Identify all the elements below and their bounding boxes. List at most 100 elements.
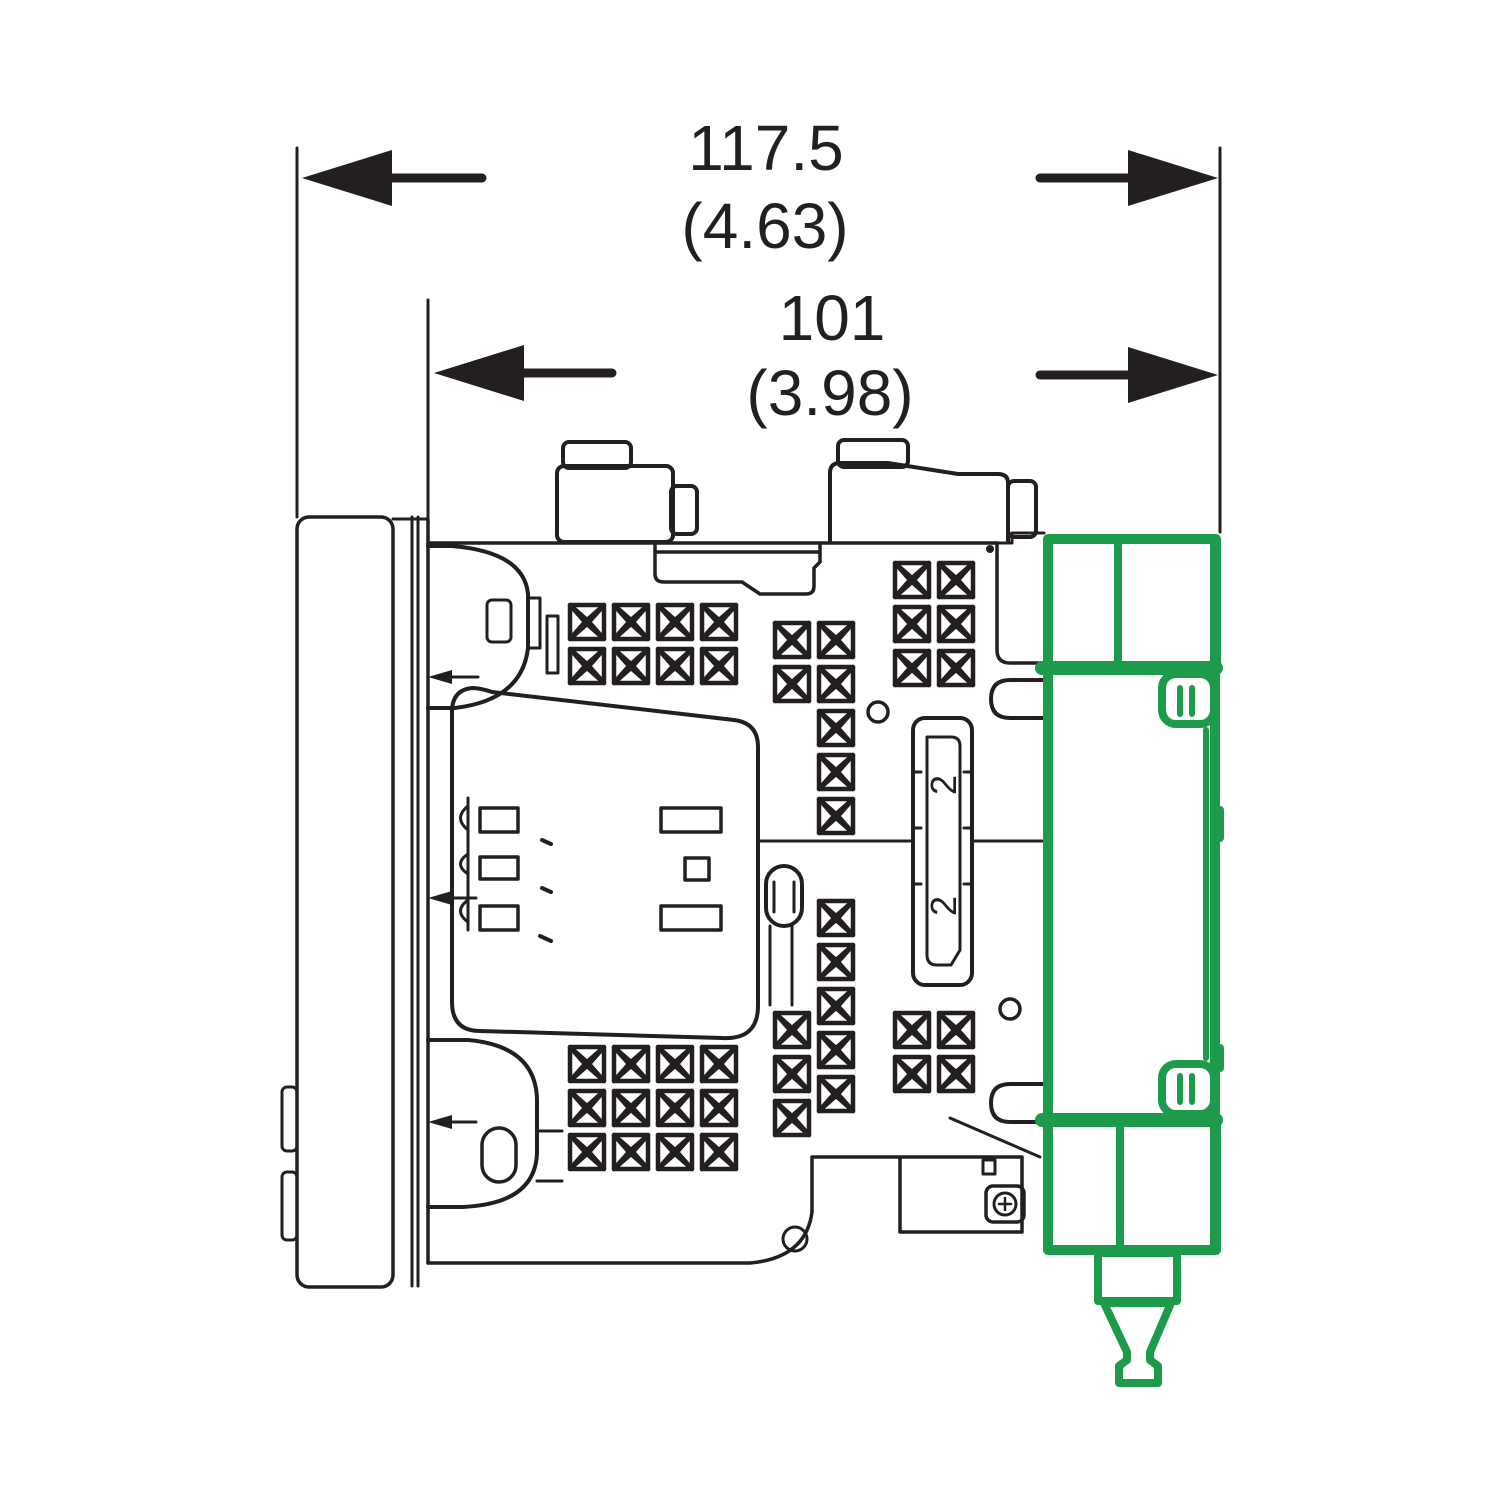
vent-cell	[570, 649, 604, 683]
housing-outline	[426, 531, 1048, 1265]
bottom-connector-key	[981, 1158, 997, 1176]
top-connector-right	[828, 438, 1038, 544]
vent-cell	[658, 1135, 692, 1169]
vent-cell	[939, 1013, 973, 1047]
dimension-in-overall: (4.63)	[681, 190, 848, 262]
vent-cell	[819, 1033, 853, 1067]
rail-hook-lower	[989, 1082, 1048, 1124]
vent-cell	[939, 1057, 973, 1091]
clip-tab	[526, 596, 542, 650]
vent-cell	[819, 711, 853, 745]
keyed-slot-outline	[911, 716, 974, 987]
clip-hole	[485, 598, 513, 644]
vent-cell	[702, 1135, 736, 1169]
pin-dot	[986, 545, 994, 553]
vent-cell	[658, 1091, 692, 1125]
housing-right-edge	[995, 541, 1044, 665]
step-slot-outline	[653, 543, 822, 596]
channel-rails	[768, 924, 794, 1007]
vent-cell	[570, 605, 604, 639]
vent-cell	[775, 623, 809, 657]
keyed-slot-ticks	[911, 770, 974, 886]
terminal-opening	[683, 856, 711, 882]
vent-cell	[895, 651, 929, 685]
dimension-in-behind-panel: (3.98)	[746, 357, 913, 429]
side-rib	[545, 614, 560, 675]
vent-cell	[658, 1047, 692, 1081]
vent-cell	[775, 667, 809, 701]
terminal-cover	[450, 686, 760, 1041]
front-bezel	[280, 515, 430, 1289]
annotation-text: 117.5 (4.63) 101 (3.98) 2 2	[681, 112, 964, 916]
vent-cell	[895, 1013, 929, 1047]
terminal-opening	[478, 855, 520, 881]
boss-circle	[781, 1225, 809, 1253]
mounting-clip-top	[426, 544, 542, 710]
slot-marking-lower: 2	[923, 896, 964, 916]
vent-cell	[819, 1077, 853, 1111]
vent-cell	[702, 649, 736, 683]
terminal-opening	[659, 904, 723, 932]
top-connector-left	[555, 440, 699, 544]
guide-channel	[764, 864, 804, 1007]
connector-tab	[836, 438, 910, 469]
connector-latch	[1006, 479, 1038, 539]
keyed-slot	[911, 716, 974, 987]
terminal-cover-outline	[450, 686, 760, 1041]
vent-cell	[819, 623, 853, 657]
bottom-connector	[898, 1155, 1026, 1234]
vent-cell	[702, 605, 736, 639]
housing-bottom-edge	[426, 1155, 902, 1265]
pointer-tick	[428, 670, 452, 684]
channel-oval-walls	[772, 880, 796, 914]
arrowhead-right-icon	[1128, 150, 1218, 206]
vent-cell	[775, 1013, 809, 1047]
vent-cell	[614, 1135, 648, 1169]
arrowhead-left-icon	[302, 150, 392, 206]
vent-cell	[658, 649, 692, 683]
pointer-tick-tails	[450, 675, 480, 1124]
terminal-opening	[659, 806, 723, 834]
index-dashes	[538, 838, 553, 943]
vent-cell	[819, 945, 853, 979]
arrowhead-left-icon	[434, 345, 524, 401]
vent-cell	[570, 1135, 604, 1169]
device-linework	[280, 146, 1222, 1289]
vent-cell	[614, 1091, 648, 1125]
adapter-latch-upper-springs	[1177, 685, 1195, 717]
clip-outline	[426, 544, 530, 710]
connector-latch	[669, 484, 699, 536]
vent-cell	[819, 755, 853, 789]
vent-cell	[570, 1047, 604, 1081]
arrowhead-right-icon	[1128, 347, 1218, 403]
connector-body	[828, 461, 1010, 544]
screw-head	[992, 1191, 1018, 1217]
vent-cell	[895, 607, 929, 641]
clip-joins	[535, 1129, 564, 1183]
screw-hole	[998, 997, 1022, 1021]
screw-hole	[866, 700, 890, 724]
vent-cell	[614, 649, 648, 683]
bezel-tab	[280, 1085, 299, 1153]
housing-bottom-taper	[948, 1116, 1042, 1159]
clip-outline	[426, 1038, 539, 1209]
bezel-outline	[295, 515, 395, 1289]
vent-cell	[775, 1101, 809, 1135]
dimension-mm-behind-panel: 101	[779, 282, 886, 354]
vent-cell	[939, 651, 973, 685]
vent-cell	[939, 607, 973, 641]
dimension-extension-lines	[295, 146, 1222, 534]
bottom-connector-body	[898, 1155, 1024, 1234]
vent-cell	[819, 667, 853, 701]
vent-cell	[702, 1047, 736, 1081]
mounting-clip-bottom	[426, 1038, 564, 1209]
adapter-latch-lower-springs	[1177, 1073, 1195, 1105]
vent-cell	[775, 1057, 809, 1091]
dimension-arrow-heads	[302, 150, 1218, 1129]
din-rail-adapter-highlight	[1035, 534, 1224, 1387]
vent-cell	[570, 1091, 604, 1125]
vent-cell	[939, 563, 973, 597]
keyed-slot-inner	[925, 735, 962, 967]
